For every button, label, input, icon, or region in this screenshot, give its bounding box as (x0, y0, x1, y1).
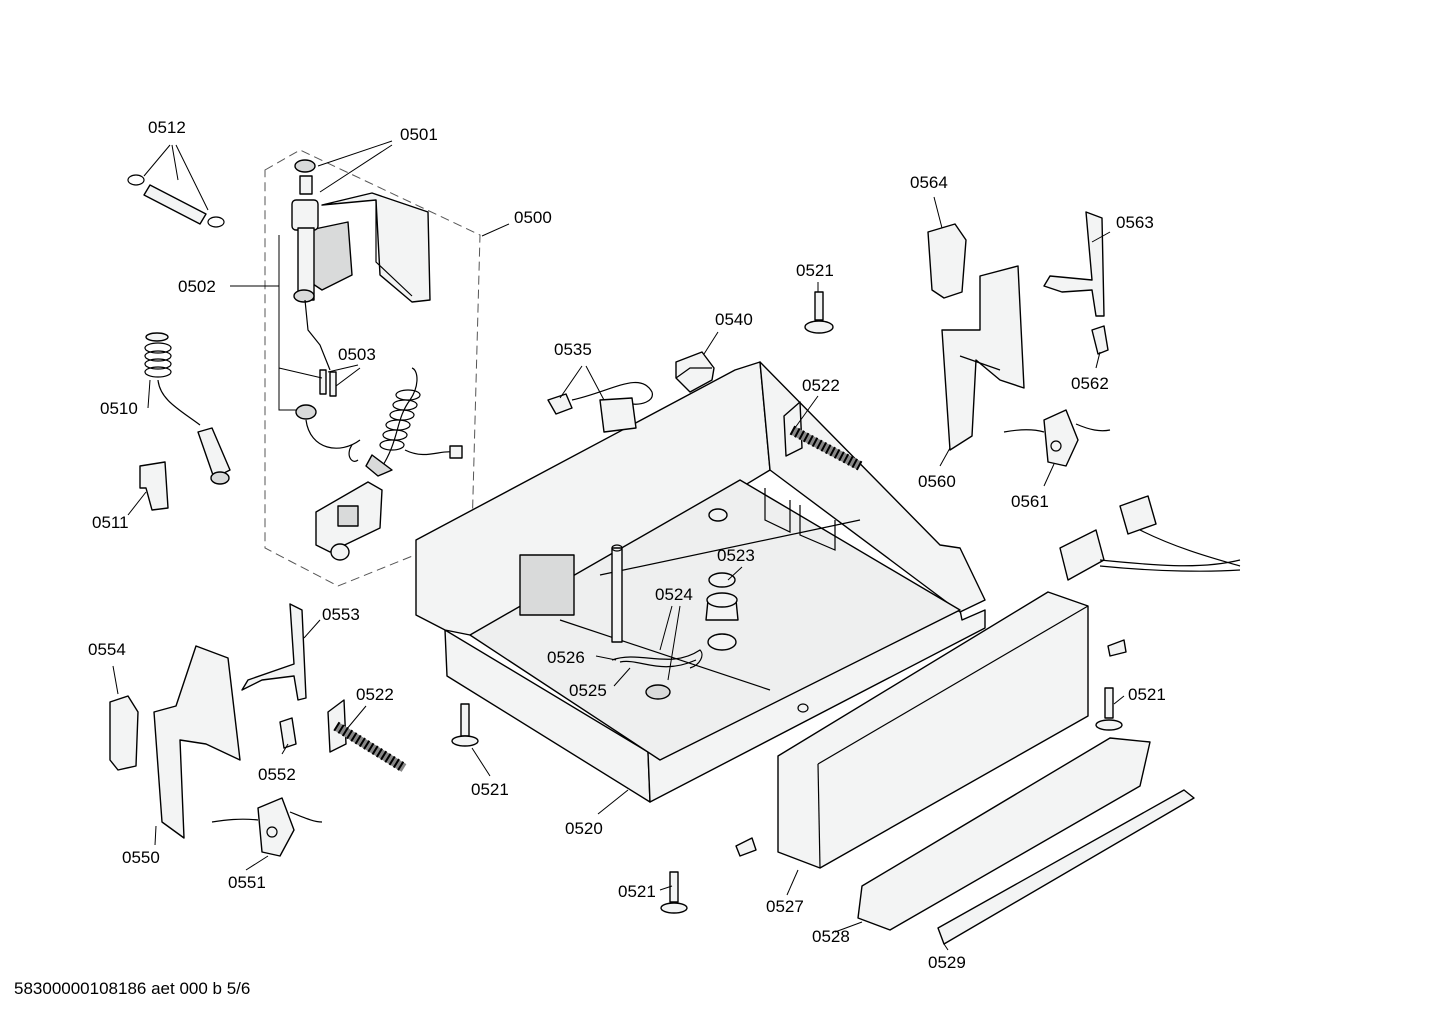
leader-lines (112, 140, 1125, 951)
drawing-code: 58300000108186 aet 000 b 5/6 (14, 979, 251, 998)
part-0561-switch (1003, 409, 1111, 467)
label-0561: 0561 (1011, 492, 1049, 511)
label-0535: 0535 (554, 340, 592, 359)
part-0528-trim (857, 737, 1151, 931)
label-0500: 0500 (514, 208, 552, 227)
part-0521-screw-bottom (660, 837, 757, 914)
part-0563-bracket (1043, 211, 1105, 317)
label-0563: 0563 (1116, 213, 1154, 232)
part-wiring-harness (1059, 495, 1241, 581)
label-0521-bottom: 0521 (618, 882, 656, 901)
part-0522-spring-lower (327, 699, 407, 773)
part-0550-bracket (153, 645, 241, 839)
label-0524: 0524 (655, 585, 693, 604)
part-number-labels: 0512 0501 0500 0502 0503 0510 0511 0564 … (88, 118, 1166, 972)
label-0503: 0503 (338, 345, 376, 364)
label-0560: 0560 (918, 472, 956, 491)
label-0529: 0529 (928, 953, 966, 972)
label-0502: 0502 (178, 277, 216, 296)
part-0562-clip (1091, 325, 1109, 355)
label-0554: 0554 (88, 640, 126, 659)
part-0522-spring-upper (783, 401, 863, 471)
label-0553: 0553 (322, 605, 360, 624)
label-0521-right: 0521 (1128, 685, 1166, 704)
label-0540: 0540 (715, 310, 753, 329)
label-0522-upper: 0522 (802, 376, 840, 395)
part-0553-bracket (241, 603, 307, 701)
label-0550: 0550 (122, 848, 160, 867)
label-0521-upper: 0521 (796, 261, 834, 280)
part-0520-base (415, 361, 986, 803)
part-0521-screw-right (1095, 639, 1127, 731)
label-0552: 0552 (258, 765, 296, 784)
label-0501: 0501 (400, 125, 438, 144)
part-0551-switch (211, 797, 323, 857)
assembly-0500 (264, 149, 481, 587)
part-0521-screw-left (451, 703, 479, 747)
label-0525: 0525 (569, 681, 607, 700)
label-0551: 0551 (228, 873, 266, 892)
label-0564: 0564 (910, 173, 948, 192)
label-0520: 0520 (565, 819, 603, 838)
part-0529-strip (937, 789, 1195, 945)
part-0527-panel (777, 591, 1089, 869)
label-0562: 0562 (1071, 374, 1109, 393)
part-0511-clip (139, 461, 169, 511)
label-0510: 0510 (100, 399, 138, 418)
label-0523: 0523 (717, 546, 755, 565)
label-0512: 0512 (148, 118, 186, 137)
label-0521-left: 0521 (471, 780, 509, 799)
label-0511: 0511 (92, 513, 129, 532)
part-0521-screw-upper (804, 291, 834, 334)
label-0526: 0526 (547, 648, 585, 667)
label-0527: 0527 (766, 897, 804, 916)
part-0512-hose (127, 174, 225, 228)
label-0528: 0528 (812, 927, 850, 946)
part-0564-bracket (927, 223, 967, 299)
part-0560-bracket (941, 265, 1025, 451)
part-0535-cable (547, 382, 653, 433)
part-0540-connector (675, 351, 715, 393)
part-0510-bellows (144, 332, 231, 485)
part-0552-clip (279, 717, 297, 749)
part-0554-bracket (109, 695, 139, 771)
label-0522-lower: 0522 (356, 685, 394, 704)
